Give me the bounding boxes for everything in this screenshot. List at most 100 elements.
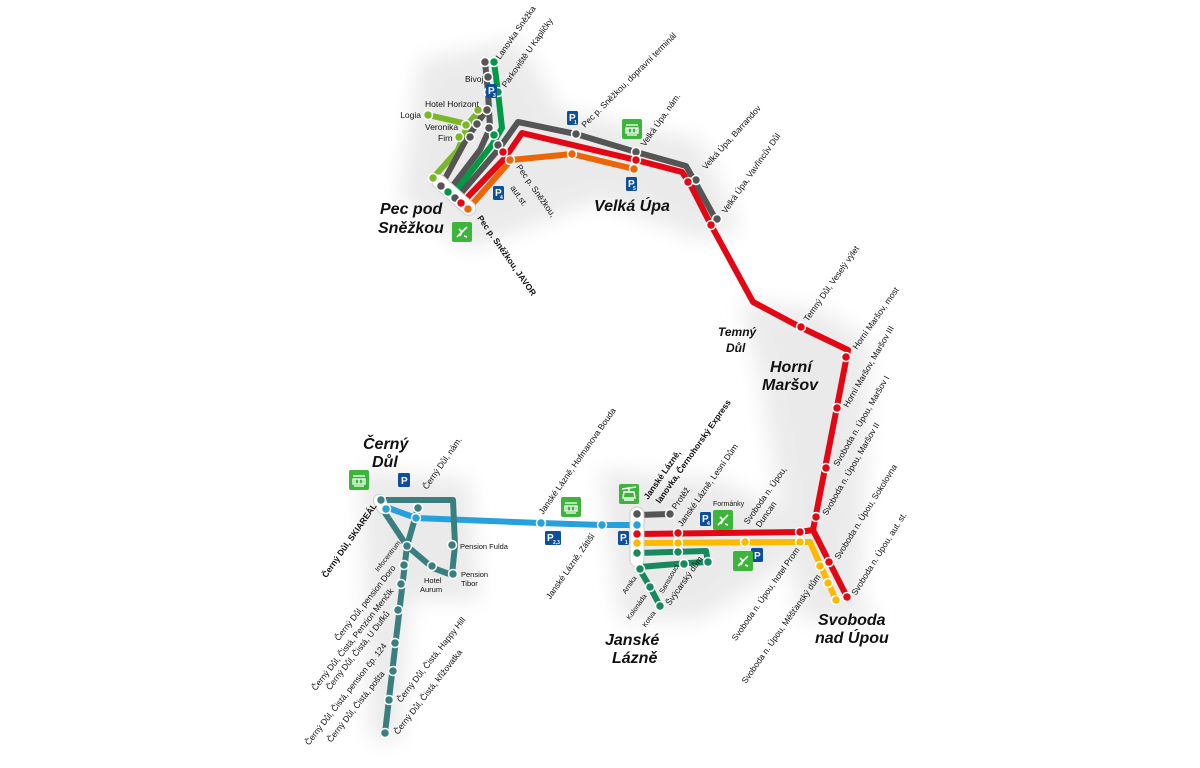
station	[401, 540, 413, 552]
stop-label: Hotel	[424, 576, 442, 585]
station	[628, 163, 640, 175]
station	[570, 128, 582, 140]
station	[672, 527, 684, 539]
svg-text:4: 4	[707, 521, 710, 527]
cable-car-icon	[618, 483, 640, 505]
station	[672, 546, 684, 558]
town-temny-dul: Důl	[726, 341, 746, 355]
parking-icon: P4	[493, 186, 504, 201]
station	[422, 109, 434, 121]
parking-icon: P	[398, 473, 410, 487]
town-janske-lazne: Lázně	[612, 650, 657, 667]
stop-label: Svoboda n. Úpou, Měšťanský dům	[739, 572, 822, 685]
svg-text:P: P	[547, 533, 554, 544]
svg-text:1: 1	[625, 540, 628, 546]
parking-icon: P5	[626, 177, 637, 192]
station	[446, 539, 458, 551]
svg-text:P: P	[620, 533, 627, 544]
parking-icon: P4	[700, 512, 711, 527]
station	[672, 537, 684, 549]
line-orange	[465, 151, 637, 212]
station	[453, 131, 465, 143]
stop-label: Aurum	[420, 585, 442, 594]
station	[644, 581, 656, 593]
stop-label: Temný Důl, Veselý výlet	[801, 243, 861, 323]
station	[412, 502, 424, 514]
station	[678, 558, 690, 570]
town-temny-dul: Temný	[718, 325, 758, 339]
station	[820, 462, 832, 474]
station	[460, 119, 472, 131]
station	[739, 536, 751, 548]
station	[822, 577, 834, 589]
svg-text:P: P	[754, 551, 761, 562]
station	[795, 321, 807, 333]
line-green	[449, 59, 505, 199]
station	[631, 519, 643, 531]
station	[379, 727, 391, 739]
station	[705, 219, 717, 231]
station	[464, 131, 476, 143]
stop-label: Pension	[461, 570, 488, 579]
svg-text:P: P	[401, 476, 408, 487]
stop-label: Hotel Horizont	[425, 99, 479, 109]
town-pec: Sněžkou	[378, 220, 444, 237]
stop-label: Firn	[438, 133, 453, 143]
station	[794, 536, 806, 548]
station	[497, 146, 509, 158]
train-icon	[348, 469, 370, 491]
station	[482, 71, 494, 83]
station	[375, 494, 387, 506]
station	[392, 604, 404, 616]
station	[389, 637, 401, 649]
svg-text:2,3: 2,3	[553, 540, 560, 546]
station	[535, 517, 547, 529]
station	[492, 139, 504, 151]
town-pec: Pec pod	[380, 201, 443, 218]
station	[479, 56, 491, 68]
station	[831, 402, 843, 414]
stop-label: Logia	[400, 110, 421, 120]
station	[504, 154, 516, 166]
town-cerny-dul: Důl	[372, 454, 398, 471]
station	[462, 203, 474, 215]
svg-text:3: 3	[493, 93, 496, 99]
station	[840, 351, 852, 363]
stop-label: Formánky	[713, 501, 745, 508]
town-horni-marsov: Horní	[770, 359, 814, 376]
stop-label: Veronika	[425, 122, 458, 132]
station	[631, 528, 643, 540]
town-svoboda: nad Úpou	[815, 628, 889, 647]
station	[634, 563, 646, 575]
station	[410, 512, 422, 524]
station	[395, 578, 407, 590]
station	[483, 122, 495, 134]
stations	[375, 56, 853, 739]
town-velka-upa: Velká Úpa	[594, 196, 670, 215]
ski-icon	[712, 509, 734, 531]
town-horni-marsov: Maršov	[762, 377, 819, 394]
station	[427, 172, 439, 184]
stop-label: Tibor	[461, 579, 478, 588]
station	[387, 665, 399, 677]
parking-icon: P	[751, 548, 763, 562]
train-icon	[560, 496, 582, 518]
station	[630, 154, 642, 166]
station	[711, 213, 723, 225]
station	[442, 186, 454, 198]
station	[810, 511, 822, 523]
station	[566, 148, 578, 160]
town-cerny-dul: Černý	[363, 434, 409, 453]
station	[654, 600, 666, 612]
parking-icon: P3	[486, 84, 497, 99]
town-labels: Pec pod Sněžkou Velká Úpa Temný Důl Horn…	[363, 196, 889, 667]
station	[631, 537, 643, 549]
svg-text:P: P	[702, 514, 709, 525]
station	[426, 560, 438, 572]
station	[481, 104, 493, 116]
stop-label: Horní Maršov, most	[850, 285, 901, 351]
station	[823, 556, 835, 568]
ski-icon	[451, 221, 473, 243]
